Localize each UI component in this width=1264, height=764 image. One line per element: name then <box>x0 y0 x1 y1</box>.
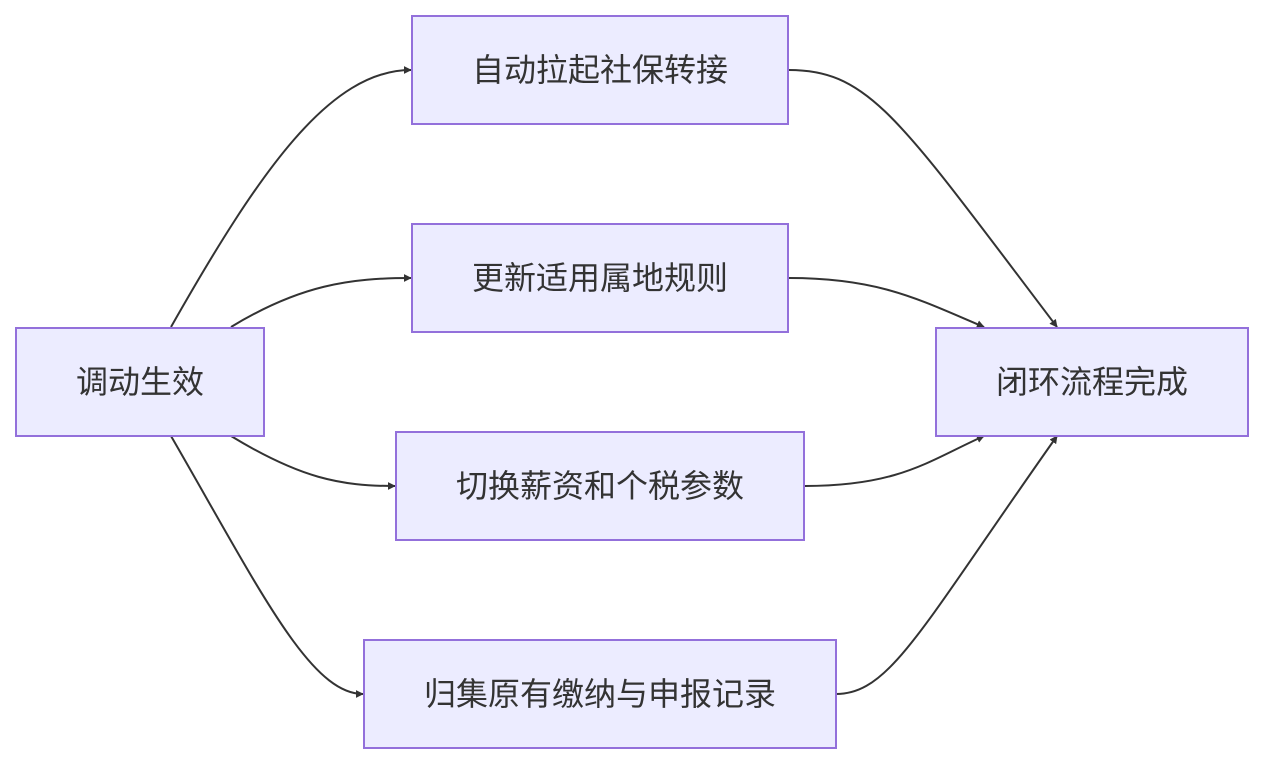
node-end: 闭环流程完成 <box>935 327 1249 437</box>
node-rules-label: 更新适用属地规则 <box>472 259 728 297</box>
edge-social-to-end <box>788 69 1058 328</box>
node-archive-label: 归集原有缴纳与申报记录 <box>424 675 776 713</box>
node-end-label: 闭环流程完成 <box>996 363 1188 401</box>
edge-archive-to-end <box>835 435 1058 695</box>
node-social: 自动拉起社保转接 <box>411 15 789 125</box>
edge-rules-to-end <box>788 277 985 328</box>
node-payroll-label: 切换薪资和个税参数 <box>456 467 744 505</box>
node-start-label: 调动生效 <box>76 363 204 401</box>
edge-start-to-rules <box>230 274 412 328</box>
edge-payroll-to-end <box>804 435 985 487</box>
node-rules: 更新适用属地规则 <box>411 223 789 333</box>
node-start: 调动生效 <box>15 327 265 437</box>
node-payroll: 切换薪资和个税参数 <box>395 431 805 541</box>
edge-start-to-social <box>170 66 412 328</box>
edge-start-to-archive <box>170 435 364 698</box>
node-archive: 归集原有缴纳与申报记录 <box>363 639 837 749</box>
node-social-label: 自动拉起社保转接 <box>472 51 728 89</box>
edge-start-to-payroll <box>230 435 396 490</box>
